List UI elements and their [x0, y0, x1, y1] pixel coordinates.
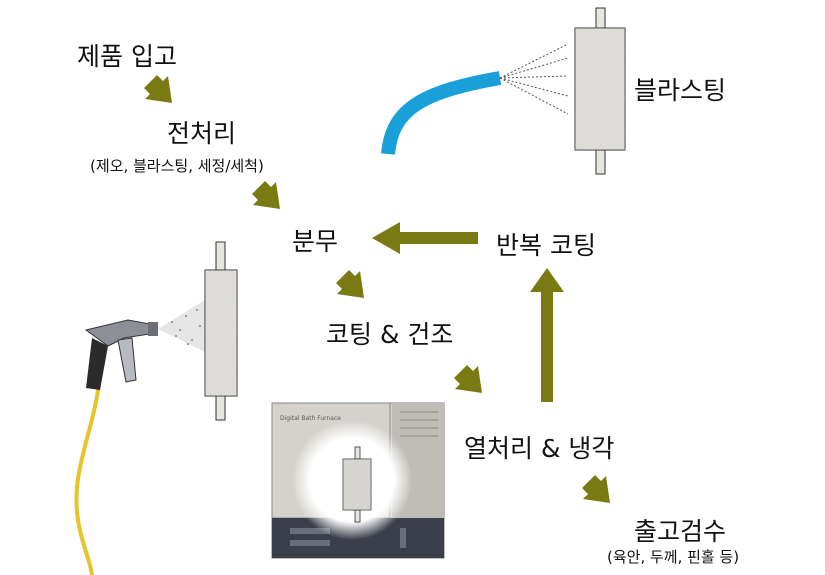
step-repeat-coating-label: 반복 코팅 [496, 231, 596, 260]
step-blasting-label: 블라스팅 [634, 76, 727, 105]
arrow-receiving-to-pretreatment [144, 75, 172, 103]
spray-gun-body [84, 319, 158, 390]
arrow-repeat-to-spraying [372, 222, 478, 254]
spray-gun-illustration [74, 241, 238, 575]
arrow-heat-to-inspection [582, 475, 610, 503]
step-coating-drying-label: 코팅 & 건조 [326, 320, 454, 349]
step-heat-cooling-label: 열처리 & 냉각 [464, 434, 615, 463]
furnace-illustration: Digital Bath Furnace [271, 402, 445, 559]
step-receiving-label: 제품 입고 [77, 42, 177, 71]
spray-dots [171, 309, 201, 345]
arrow-coating-to-heat [454, 365, 482, 393]
arrow-heat-up-to-repeat [530, 268, 564, 402]
furnace-specimen [342, 446, 372, 523]
step-inspection-detail: (육안, 두께, 핀홀 등) [607, 548, 740, 566]
blasting-specimen [574, 7, 626, 175]
step-spraying-label: 분무 [292, 227, 339, 256]
step-inspection-label: 출고검수 [634, 517, 727, 546]
blasting-hose [381, 71, 502, 155]
arrow-spraying-to-coating [336, 270, 364, 298]
spray-specimen [204, 241, 238, 421]
furnace-brand-label: Digital Bath Furnace [280, 415, 341, 422]
step-pretreatment-label: 전처리 [167, 119, 237, 148]
spray-gun-hose [74, 374, 102, 575]
blasting-illustration [381, 7, 626, 175]
spray-cone [158, 300, 205, 352]
step-pretreatment-detail: (제오, 블라스팅, 세정/세척) [90, 157, 264, 175]
arrow-pretreatment-to-spraying [252, 181, 280, 209]
blast-spray-lines [499, 43, 569, 115]
